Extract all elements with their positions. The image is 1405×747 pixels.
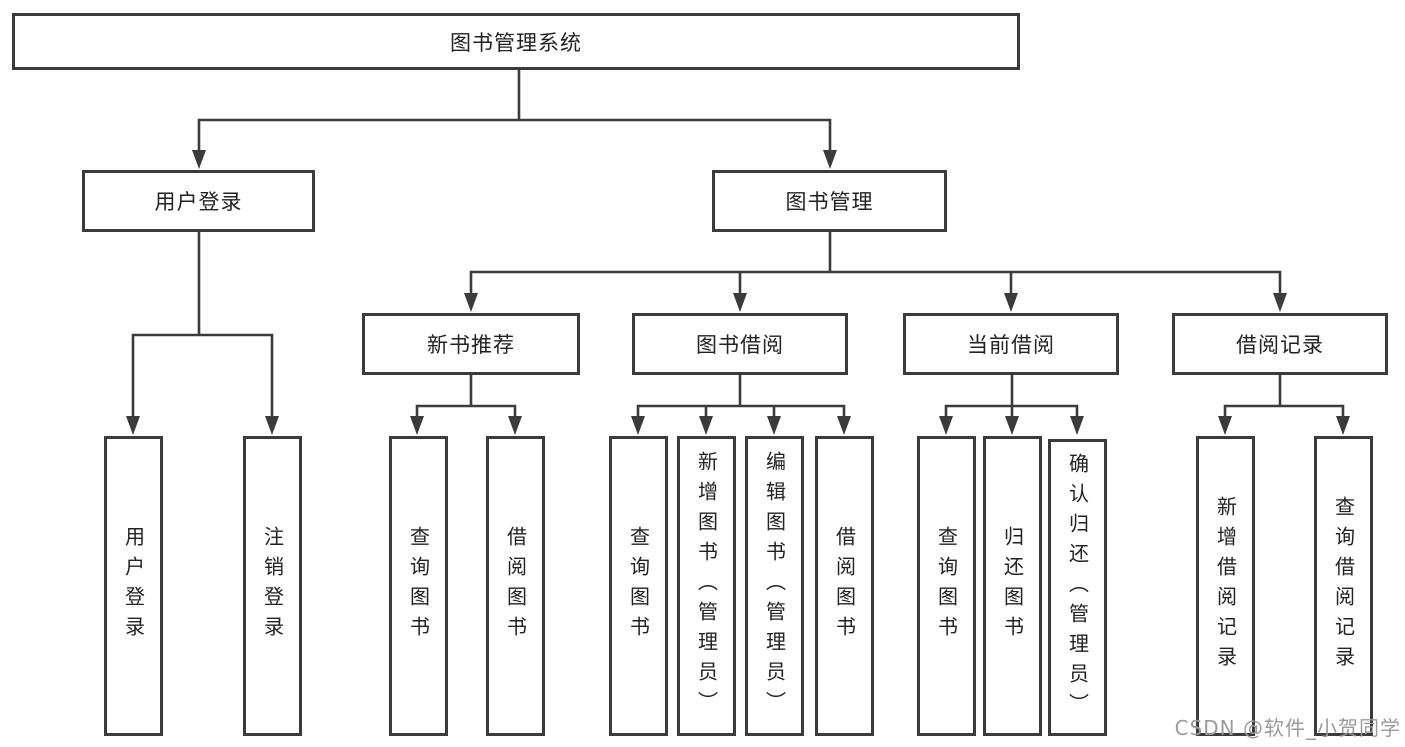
connector-borrowing-to-leaves: [631, 375, 851, 435]
leaf-borrow-edit-books-admin: 编辑图书（管理员）: [745, 436, 804, 736]
node-label: 图书管理: [785, 190, 874, 214]
leaf-label: 归还图书: [1000, 526, 1025, 646]
leaf-records-add-record: 新增借阅记录: [1196, 436, 1255, 736]
leaf-logout: 注销登录: [243, 436, 302, 736]
node-label: 用户登录: [154, 190, 243, 214]
leaf-label: 查询图书: [406, 526, 431, 646]
connector-recommend-to-leaves: [410, 375, 522, 435]
leaf-label: 注销登录: [260, 526, 285, 646]
leaf-label: 新增图书（管理员）: [694, 451, 719, 721]
leaf-borrow-add-books-admin: 新增图书（管理员）: [677, 436, 736, 736]
leaf-label: 查询图书: [626, 526, 651, 646]
node-library-management-system: 图书管理系统: [12, 13, 1020, 70]
leaf-label: 查询图书: [934, 526, 959, 646]
node-label: 新书推荐: [427, 333, 515, 357]
leaf-records-query-record: 查询借阅记录: [1314, 436, 1373, 736]
leaf-borrow-borrow-books: 借阅图书: [815, 436, 874, 736]
connector-records-to-leaves: [1218, 375, 1350, 435]
leaf-user-login: 用户登录: [104, 436, 163, 736]
node-current-borrowing: 当前借阅: [903, 313, 1119, 375]
node-label: 当前借阅: [967, 333, 1055, 357]
leaf-label: 查询借阅记录: [1331, 496, 1356, 676]
node-label: 借阅记录: [1236, 333, 1324, 357]
leaf-label: 新增借阅记录: [1213, 496, 1238, 676]
csdn-watermark: CSDN @软件_小贺同学: [1174, 716, 1401, 740]
leaf-label: 借阅图书: [832, 526, 857, 646]
leaf-recommend-query-books: 查询图书: [389, 436, 448, 736]
leaf-label: 用户登录: [121, 526, 146, 646]
leaf-label: 编辑图书（管理员）: [762, 451, 787, 721]
leaf-recommend-borrow-books: 借阅图书: [486, 436, 545, 736]
node-new-book-recommendation: 新书推荐: [362, 313, 580, 375]
connector-book-management-to-level3: [464, 232, 1287, 312]
node-book-management: 图书管理: [712, 170, 947, 232]
leaf-borrow-query-books: 查询图书: [609, 436, 668, 736]
node-label: 图书借阅: [696, 333, 784, 357]
node-label: 图书管理系统: [450, 30, 582, 55]
node-book-borrowing: 图书借阅: [632, 313, 848, 375]
node-borrowing-records: 借阅记录: [1172, 313, 1388, 375]
leaf-label: 借阅图书: [503, 526, 528, 646]
leaf-current-return-books: 归还图书: [983, 436, 1042, 736]
connector-root-to-level2: [192, 70, 837, 169]
leaf-current-confirm-return-admin: 确认归还（管理员）: [1048, 439, 1107, 736]
leaf-current-query-books: 查询图书: [917, 436, 976, 736]
node-user-login: 用户登录: [82, 170, 315, 232]
connector-user-login-to-leaves: [126, 232, 279, 435]
leaf-label: 确认归还（管理员）: [1065, 452, 1090, 723]
connector-current-to-leaves: [939, 375, 1084, 435]
